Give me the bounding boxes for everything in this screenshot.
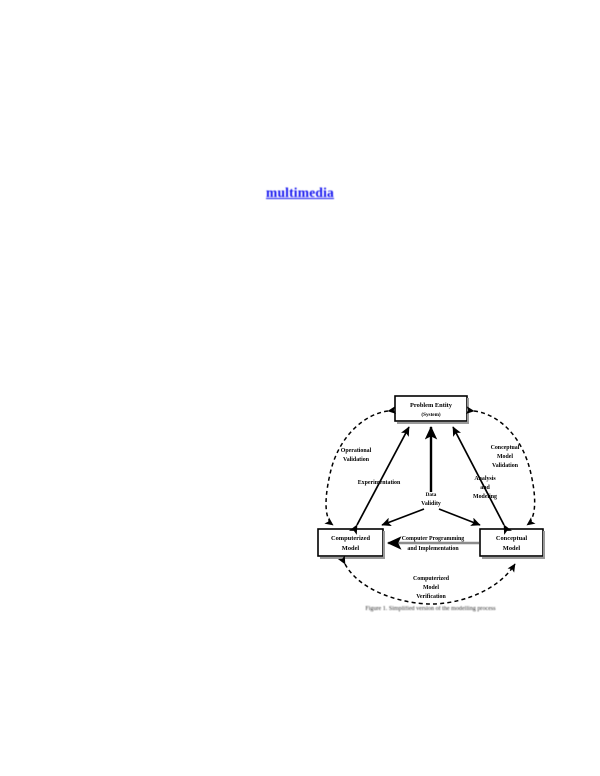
edge-experimentation: [348, 426, 410, 535]
label-operational-validation: Operational Validation: [341, 448, 372, 463]
computerized-model-line2: Model: [342, 545, 360, 552]
figure-container: Problem Entity (System) Computerized Mod…: [312, 392, 549, 616]
conceptual-model-line2: Model: [503, 545, 521, 552]
edge-operational-validation: [324, 406, 397, 526]
validation-paradigm-diagram: Problem Entity (System) Computerized Mod…: [317, 395, 545, 605]
edge-analysis-and-modeling: [452, 426, 513, 535]
svg-text:Model: Model: [497, 454, 513, 460]
node-problem-entity: Problem Entity (System): [394, 395, 469, 424]
svg-text:and: and: [480, 485, 490, 491]
node-conceptual-model: Conceptual Model: [479, 528, 545, 559]
label-computer-programming: Computer Programming and Implementation: [402, 536, 464, 552]
edge-data-validity-left: [381, 508, 425, 526]
label-computerized-model-verification: Computerized Model Verification: [413, 576, 450, 600]
svg-text:and Implementation: and Implementation: [407, 546, 459, 552]
svg-text:Operational: Operational: [341, 448, 372, 454]
svg-text:Validation: Validation: [343, 457, 370, 463]
svg-text:Analysis: Analysis: [474, 476, 496, 482]
figure-inner: Problem Entity (System) Computerized Mod…: [312, 392, 549, 616]
edge-data-validity-right: [438, 508, 481, 526]
svg-text:Verification: Verification: [416, 594, 446, 600]
edge-conceptual-model-validation: [465, 406, 536, 526]
svg-text:Data: Data: [426, 492, 437, 498]
label-conceptual-model-validation: Conceptual Model Validation: [491, 445, 520, 469]
label-data-validity: Data Validity: [421, 492, 441, 507]
conceptual-model-line1: Conceptual: [496, 535, 527, 542]
svg-text:Computer Programming: Computer Programming: [402, 536, 464, 542]
label-experimentation: Experimentation: [358, 480, 401, 486]
link-line: multimedia: [0, 184, 600, 202]
node-computerized-model: Computerized Model: [317, 528, 385, 559]
figure-caption: Figure 1. Simplified version of the mode…: [365, 606, 496, 612]
svg-text:Computerized: Computerized: [413, 576, 450, 582]
svg-text:Model: Model: [423, 585, 439, 591]
svg-text:Modeling: Modeling: [473, 494, 497, 500]
svg-text:Validation: Validation: [492, 463, 519, 469]
svg-text:Experimentation: Experimentation: [358, 480, 401, 486]
label-analysis-and-modeling: Analysis and Modeling: [473, 476, 497, 500]
svg-text:Conceptual: Conceptual: [491, 445, 520, 451]
multimedia-link[interactable]: multimedia: [266, 185, 334, 200]
problem-entity-title: Problem Entity: [410, 402, 453, 409]
computerized-model-line1: Computerized: [331, 535, 370, 542]
edge-computerized-model-verification: [337, 555, 516, 605]
svg-text:Validity: Validity: [421, 501, 441, 507]
problem-entity-subtitle: (System): [421, 411, 441, 418]
